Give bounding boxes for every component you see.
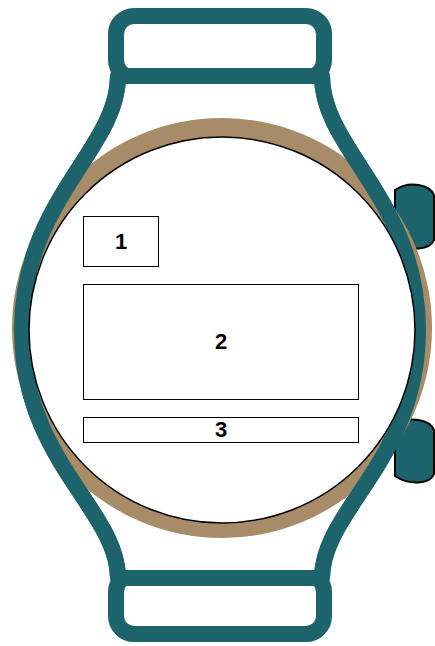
- watch-body: [22, 76, 418, 578]
- callout-number: 3: [215, 419, 227, 441]
- screen-region-box: 3: [83, 417, 359, 443]
- screen-region-box: 2: [83, 284, 359, 400]
- callout-number: 2: [215, 331, 227, 353]
- screen-region-box: 1: [83, 216, 159, 267]
- callout-number: 1: [115, 231, 127, 253]
- watch-screen: [29, 137, 415, 523]
